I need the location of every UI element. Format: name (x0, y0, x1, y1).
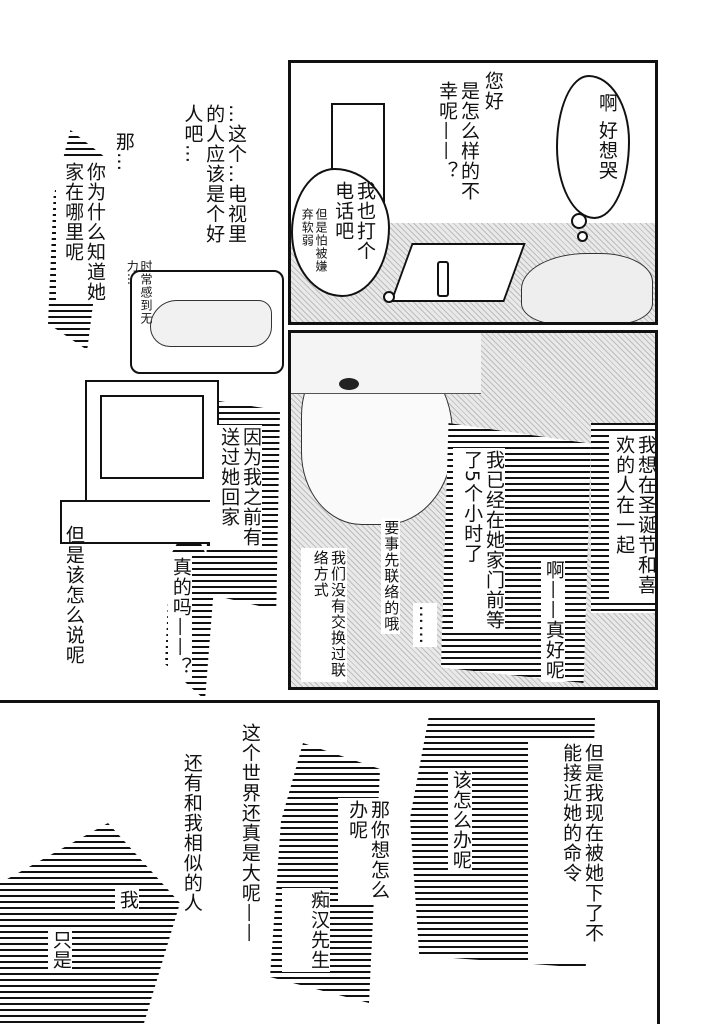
narration-but: 但是该怎么说呢 (62, 525, 85, 665)
line-dots: …… (413, 603, 437, 647)
line-pervert: 痴汉先生 (282, 888, 330, 972)
panel-bottom: 这个世界还真是大呢—— 还有和我相似的人 我 只是 但是我现在被她下了不能接近她… (0, 700, 660, 1024)
thought-bubble-cry (556, 75, 630, 219)
thought-cry: 啊 好想哭 (596, 93, 618, 181)
answer-sent-home: 因为我之前有送过她回家 (210, 425, 262, 549)
thought-afraid: 但是怕被嫌弃软弱 (300, 208, 328, 273)
sleeping-person-illustration (150, 300, 272, 347)
whisper-weak: 时常感到无力… (125, 260, 153, 325)
tv-screen (100, 395, 204, 479)
thought-dot (571, 213, 587, 229)
tv-illustration (85, 380, 219, 504)
line-me: 我 (115, 888, 139, 912)
line-order: 但是我现在被她下了不能接近她的命令 (528, 741, 604, 960)
bottle-illustration (437, 261, 449, 297)
line-world: 这个世界还真是大呢—— (238, 723, 261, 943)
line-no-contact: 我们没有交换过联络方式 (301, 548, 347, 682)
line-only: 只是 (48, 928, 72, 972)
stripe-bubble (0, 823, 180, 1023)
thought-bubble-call (291, 168, 390, 297)
question-misfortune: 是怎么样的不幸呢——？ (436, 81, 480, 201)
line-what-do: 该怎么办呢 (448, 768, 472, 872)
panel-middle-right: 我想在圣诞节和喜欢的人在一起 我已经在她家门前等了5个小时了 啊——真好呢 要事… (288, 330, 658, 690)
line-contact-first: 要事先联络的哦 (381, 518, 401, 634)
line-christmas: 我想在圣诞节和喜欢的人在一起 (609, 433, 655, 602)
panel-top-left: …这个…电视里的人应该是个好人吧… 那… 你为什么知道她家在哪里呢 时常感到无力… (0, 60, 284, 700)
question-how-know: 你为什么知道她家在哪里呢 (56, 160, 106, 304)
line-envy: 啊——真好呢 (541, 558, 565, 682)
thought-dot (577, 231, 588, 242)
hair-illustration (291, 333, 481, 394)
greeting: 您好 (481, 71, 504, 111)
panel-top-right: 您好 是怎么样的不幸呢——？ 啊 好想哭 我也打个电话吧 但是怕被嫌弃软弱 (288, 60, 658, 325)
tv-stand (60, 500, 234, 544)
person-lying-illustration (521, 253, 653, 322)
line-you-want: 那你想怎么办呢 (338, 798, 390, 902)
narration-tv: …这个…电视里的人应该是个好人吧… (181, 102, 247, 246)
line-similar: 还有和我相似的人 (180, 753, 203, 913)
question-really: 真的吗——？ (168, 555, 192, 679)
thought-call: 我也打个电话吧 (332, 181, 376, 261)
question-that: 那… (112, 132, 135, 172)
line-waited: 我已经在她家门前等了5个小时了 (453, 448, 505, 632)
thought-dot (383, 291, 395, 303)
table-illustration (390, 243, 526, 302)
eye-illustration (339, 378, 359, 390)
